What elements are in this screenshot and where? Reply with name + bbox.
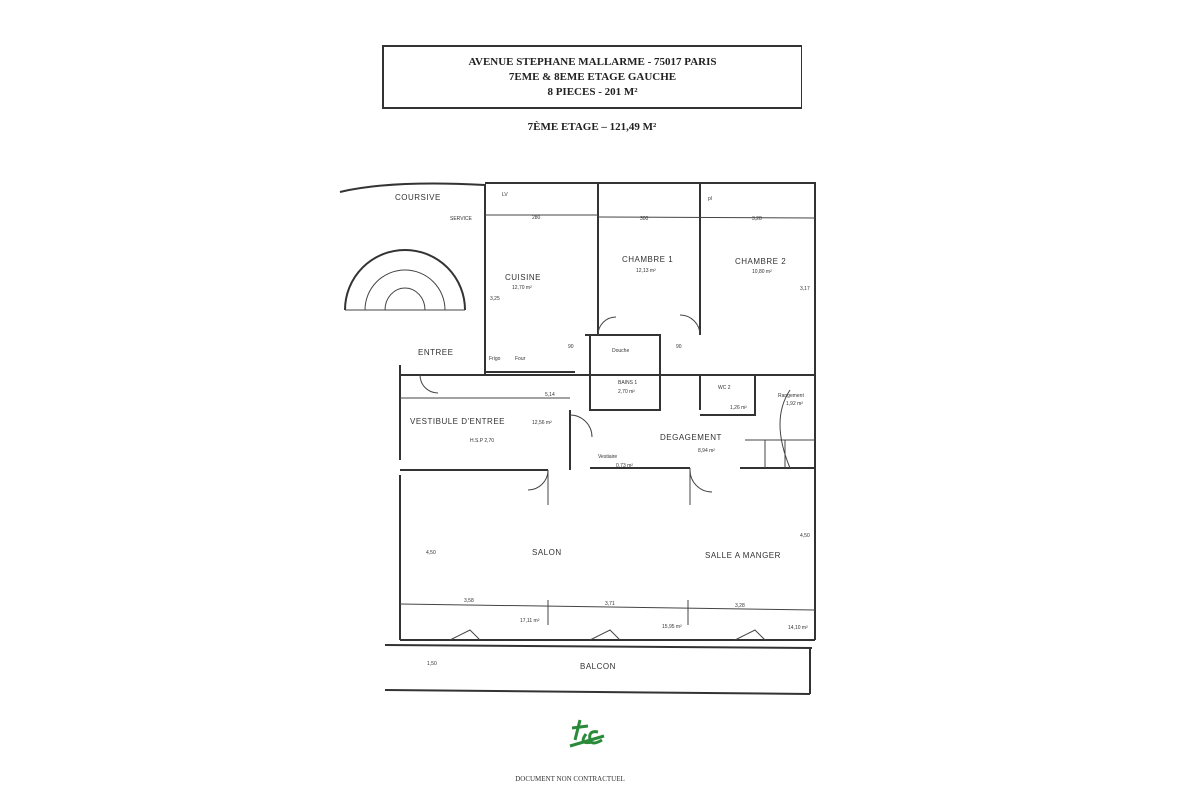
label-rangement: Rangement (778, 393, 804, 399)
address: AVENUE STEPHANE MALLARME - 75017 PARIS (468, 56, 717, 68)
doors (419, 314, 766, 641)
label-cuisine: CUISINE (505, 273, 541, 282)
fixture-pl: pl (708, 196, 712, 202)
dim-328-top: 3,28 (752, 216, 762, 222)
label-bains-1: BAINS 1 (618, 380, 637, 386)
label-balcon: BALCON (580, 662, 616, 671)
label-chambre-2: CHAMBRE 2 (735, 257, 786, 266)
rooms-total: 8 PIECES - 201 M² (547, 86, 638, 98)
label-wc-2: WC 2 (718, 385, 731, 391)
fixture-lv: LV (502, 192, 508, 198)
title-block: AVENUE STEPHANE MALLARME - 75017 PARIS 7… (382, 45, 802, 109)
dim-325: 3,25 (490, 296, 500, 302)
walls (339, 182, 816, 695)
label-coursive: COURSIVE (395, 193, 441, 202)
area-vestiaire: 0,73 m² (616, 463, 633, 469)
dim-450-left: 4,50 (426, 550, 436, 556)
label-degagement: DEGAGEMENT (660, 433, 722, 442)
label-vestibule: VESTIBULE D'ENTREE (410, 417, 505, 426)
label-entree: ENTREE (418, 348, 453, 357)
floors: 7EME & 8EME ETAGE GAUCHE (508, 71, 677, 83)
dim-280: 280 (532, 215, 541, 221)
label-service: SERVICE (450, 216, 473, 222)
tc-logo (569, 719, 605, 748)
dim-328: 3,28 (735, 603, 745, 609)
area-cuisine: 12,70 m² (512, 285, 532, 291)
disclaimer: DOCUMENT NON CONTRACTUEL (515, 775, 625, 783)
area-wc-2: 1,26 m² (730, 405, 747, 411)
label-douche: Douche (612, 348, 629, 354)
area-salon: 17,11 m² (520, 618, 540, 624)
dim-358: 3,58 (464, 598, 474, 604)
dim-300: 300 (640, 216, 649, 222)
area-degagement: 8,94 m² (698, 448, 715, 454)
label-salle-a-manger: SALLE A MANGER (705, 551, 781, 560)
label-chambre-1: CHAMBRE 1 (622, 255, 673, 264)
area-vestibule: 12,56 m² (532, 420, 552, 426)
secondary-staircase (745, 389, 815, 469)
dim-514: 5,14 (545, 392, 555, 398)
fixture-four: Four (515, 356, 526, 362)
dim-450-right: 4,50 (800, 533, 810, 539)
label-vestiaire: Vestiaire (598, 454, 617, 460)
area-rangement: 1,92 m² (786, 401, 803, 407)
dim-150: 1,50 (427, 661, 437, 667)
area-chambre-2: 10,80 m² (752, 269, 772, 275)
fixture-frigo: Frigo (489, 356, 501, 362)
spiral-staircase (344, 249, 466, 311)
area-salle-a-manger: 15,95 m² (662, 624, 682, 630)
area-chambre-1: 12,13 m² (636, 268, 656, 274)
dim-371: 3,71 (605, 601, 615, 607)
floor-area-title: 7ÈME ETAGE – 121,49 M² (527, 121, 657, 133)
dim-90-b: 90 (676, 344, 682, 350)
dim-317: 3,17 (800, 286, 810, 292)
area-3: 14,10 m² (788, 625, 808, 631)
dim-90-a: 90 (568, 344, 574, 350)
hsp: H.S.P 2,70 (470, 438, 494, 444)
area-bains-1: 2,70 m² (618, 389, 635, 395)
label-salon: SALON (532, 548, 562, 557)
